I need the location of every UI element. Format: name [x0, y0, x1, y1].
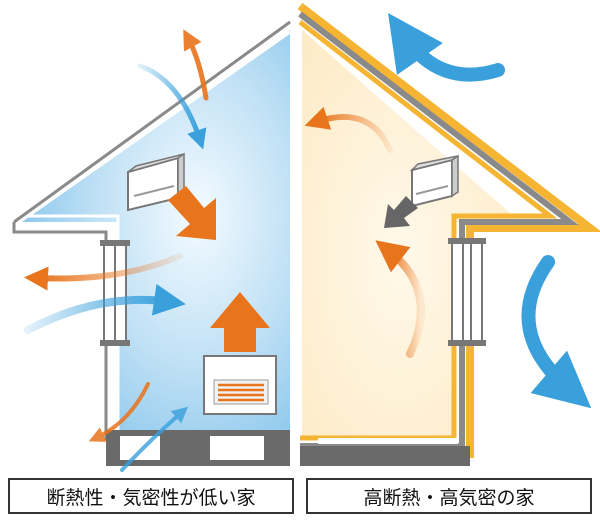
left-foundation — [106, 430, 290, 466]
air-conditioner-icon — [409, 154, 459, 208]
left-house — [12, 20, 291, 466]
left-window — [100, 240, 130, 346]
right-air-arrows — [304, 12, 592, 409]
left-house-inner-outline — [27, 30, 291, 440]
heat-rising-arrow — [210, 292, 270, 352]
left-air-leak-arrows — [24, 29, 209, 472]
ac-warm-air-arrow — [168, 186, 216, 240]
heater-icon — [203, 355, 277, 415]
ac-air-arrow — [384, 196, 418, 228]
caption-low-insulation: 断熱性・気密性が低い家 — [8, 478, 294, 514]
air-conditioner-icon — [127, 152, 185, 212]
right-foundation — [300, 446, 470, 466]
right-house — [297, 2, 600, 466]
right-house-interior — [302, 30, 520, 440]
left-house-interior — [22, 30, 290, 440]
caption-high-insulation: 高断熱・高気密の家 — [306, 478, 592, 514]
right-window — [448, 238, 486, 346]
